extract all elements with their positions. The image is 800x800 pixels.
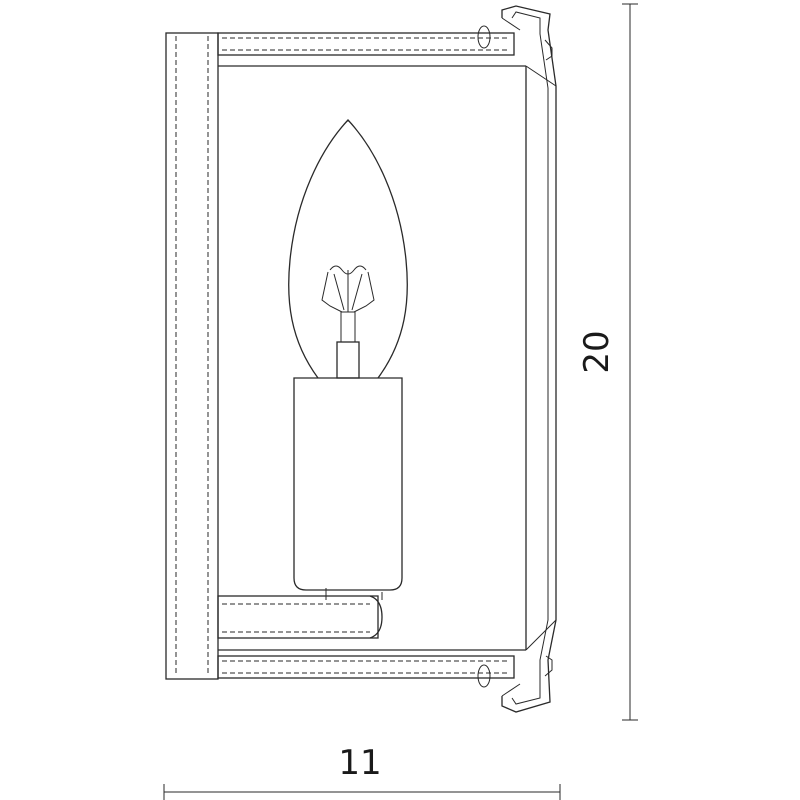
socket-holder — [217, 588, 383, 639]
candle-bulb — [288, 119, 408, 379]
width-dimension: 11 — [163, 743, 561, 800]
bottom-arm — [217, 655, 515, 688]
width-dimension-label: 11 — [338, 743, 381, 783]
height-dimension: 20 — [577, 3, 638, 721]
bulb-filament — [321, 265, 375, 313]
bulb-base — [336, 311, 360, 379]
height-dimension-label: 20 — [577, 330, 617, 373]
top-arm — [217, 25, 515, 56]
glass-panel-frame — [218, 5, 557, 713]
backplate — [165, 32, 219, 680]
candle-sleeve — [293, 377, 403, 591]
